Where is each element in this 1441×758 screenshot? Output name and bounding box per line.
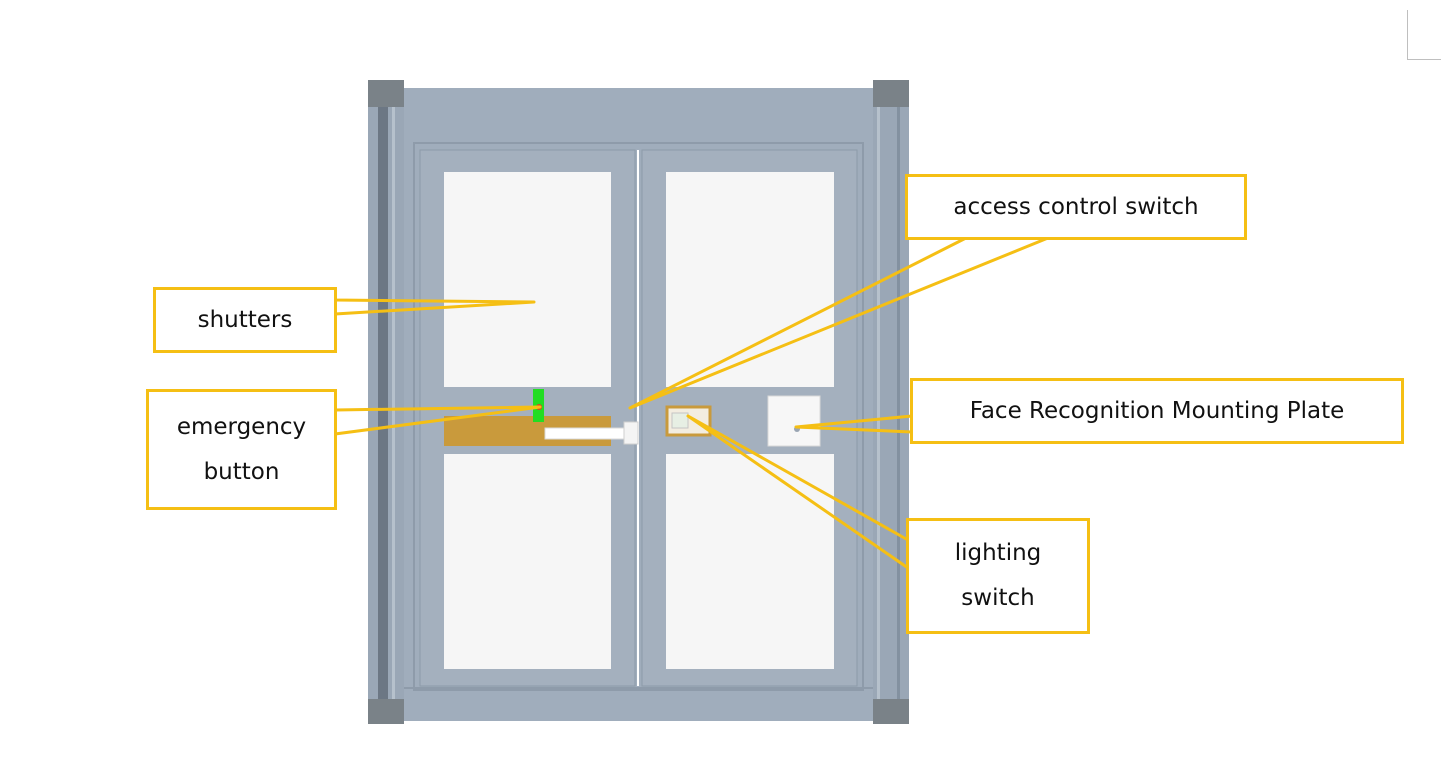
glass-pane-top-right	[666, 172, 834, 387]
right-post-line-2	[897, 100, 900, 700]
page-corner-mark	[1407, 10, 1441, 60]
callout-emergency-text-line1: emergency	[176, 413, 307, 440]
callout-face-recognition-plate: Face Recognition Mounting Plate	[910, 378, 1404, 444]
corner-block-bl	[368, 699, 404, 724]
callout-emergency-text-line2: button	[203, 458, 280, 485]
callout-lighting-text-line1: lighting	[954, 540, 1042, 567]
left-post-groove	[378, 100, 388, 700]
callout-access-text: access control switch	[953, 193, 1199, 220]
face-recognition-plate	[767, 395, 821, 447]
callout-face-text: Face Recognition Mounting Plate	[969, 397, 1345, 424]
door-lock	[623, 421, 639, 445]
leader-lighting	[686, 414, 909, 570]
corner-block-br	[873, 699, 909, 724]
callout-shutters-text: shutters	[197, 306, 293, 333]
corner-block-tl	[368, 80, 404, 107]
door-handle	[544, 427, 626, 440]
glass-pane-top-left	[444, 172, 611, 387]
lighting-switch-key	[671, 412, 689, 429]
callout-lighting-text-line2: switch	[961, 585, 1035, 611]
inner-frame-outline	[413, 142, 864, 691]
glass-pane-bottom-left	[444, 454, 611, 669]
callout-access-control-switch: access control switch	[905, 174, 1247, 240]
leader-access	[628, 236, 1049, 410]
callout-lighting-switch: lighting switch	[906, 518, 1090, 634]
left-post-line	[392, 100, 395, 700]
corner-block-tr	[873, 80, 909, 107]
callout-shutters: shutters	[153, 287, 337, 353]
glass-pane-bottom-right	[666, 454, 834, 669]
callout-emergency-button: emergency button	[146, 389, 337, 510]
leader-face	[794, 414, 913, 434]
right-post-line	[877, 100, 880, 700]
